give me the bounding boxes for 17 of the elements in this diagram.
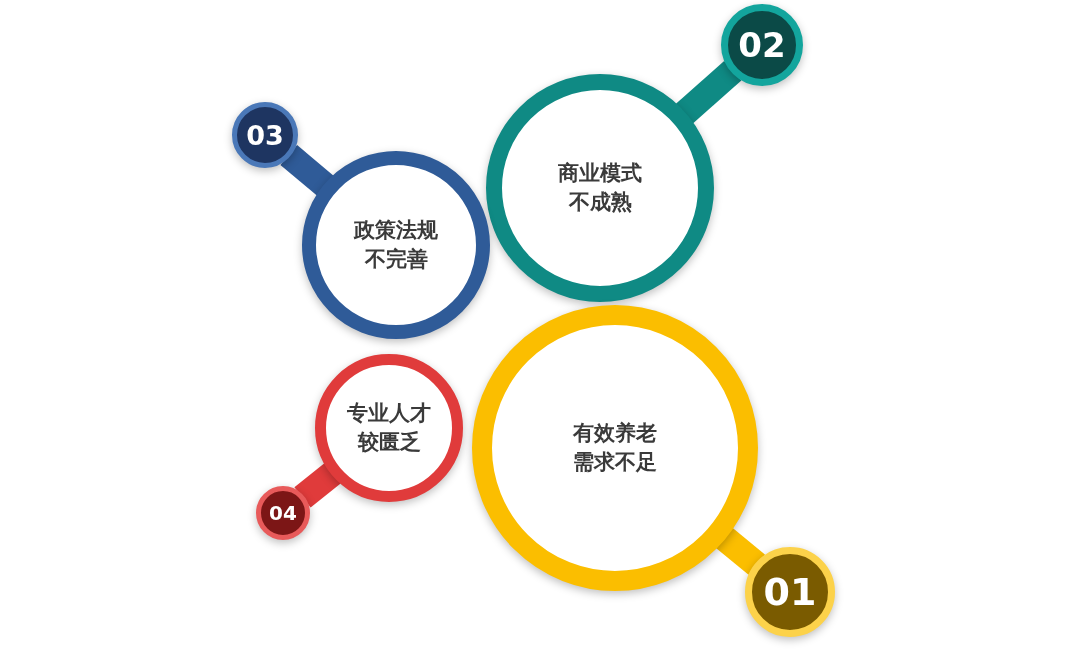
factor-label: 政策法规不完善 bbox=[352, 216, 439, 273]
connector-neck bbox=[715, 527, 766, 575]
connector-neck bbox=[294, 462, 341, 508]
step-number: 02 bbox=[738, 25, 786, 65]
number-circle bbox=[256, 486, 310, 540]
step-number: 04 bbox=[269, 501, 297, 525]
number-circle bbox=[721, 4, 803, 86]
number-circle bbox=[232, 102, 298, 168]
step-number: 03 bbox=[246, 119, 284, 151]
connector-neck bbox=[280, 144, 334, 196]
connector-neck bbox=[675, 61, 742, 124]
number-circle bbox=[745, 547, 835, 637]
ring-circle bbox=[315, 354, 463, 502]
step-number: 01 bbox=[763, 570, 817, 614]
factor-label: 有效养老需求不足 bbox=[572, 419, 658, 476]
factor-label: 商业模式不成熟 bbox=[557, 159, 643, 216]
factor-label: 专业人才较匮乏 bbox=[346, 399, 432, 456]
